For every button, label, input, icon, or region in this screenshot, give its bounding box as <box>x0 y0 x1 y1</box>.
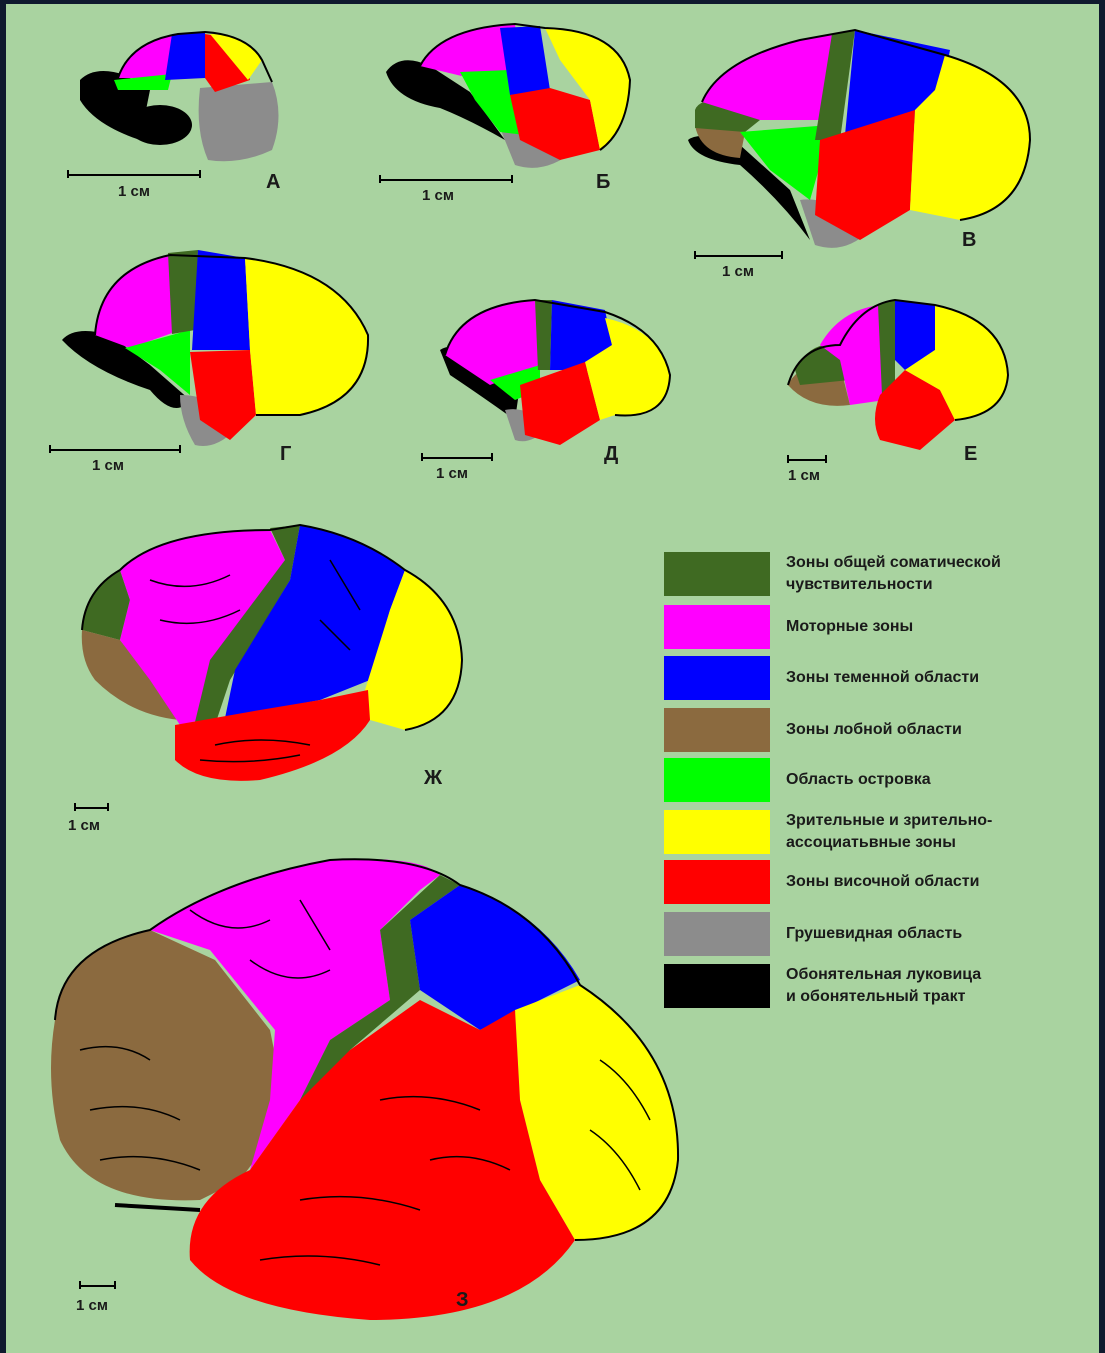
legend-label: Зоны лобной области <box>786 719 962 741</box>
legend-item-parietal: Зоны теменной области <box>664 656 979 700</box>
legend-label: Область островка <box>786 769 931 791</box>
legend-item-insula: Область островка <box>664 758 931 802</box>
legend-swatch <box>664 552 770 596</box>
scale-label-g: 1 см <box>68 817 100 834</box>
panel-letter-c: В <box>962 229 976 251</box>
diagram-canvas: 1 см А 1 см Б 1 см В <box>6 4 1099 1353</box>
legend-label: Грушевидная область <box>786 923 962 945</box>
legend-item-piriform: Грушевидная область <box>664 912 962 956</box>
panel-letter-h: З <box>456 1289 469 1311</box>
panel-letter-d: Г <box>280 443 291 465</box>
brain-panel-e <box>422 300 670 461</box>
legend-item-somatosensory: Зоны общей соматической чувствительности <box>664 552 1001 596</box>
legend-label: Зрительные и зрительно- ассоциатьвные зо… <box>786 810 992 854</box>
legend-item-motor: Моторные зоны <box>664 605 913 649</box>
brain-panel-d <box>50 250 368 453</box>
brain-panel-h <box>51 859 678 1320</box>
legend-label: Моторные зоны <box>786 616 913 638</box>
scale-label-e: 1 см <box>436 465 468 482</box>
legend-label: Зоны височной области <box>786 871 979 893</box>
legend-label: Зоны общей соматической чувствительности <box>786 552 1001 596</box>
panel-letter-g: Ж <box>423 767 443 789</box>
legend-label: Обонятельная луковица и обонятельный тра… <box>786 964 981 1008</box>
scale-label-f: 1 см <box>788 467 820 484</box>
legend-swatch <box>664 810 770 854</box>
legend-item-temporal: Зоны височной области <box>664 860 979 904</box>
legend-item-visual: Зрительные и зрительно- ассоциатьвные зо… <box>664 810 992 854</box>
legend-swatch <box>664 605 770 649</box>
legend-swatch <box>664 758 770 802</box>
brain-panel-g <box>75 525 462 811</box>
panel-letter-f: Е <box>964 443 977 465</box>
legend-swatch <box>664 656 770 700</box>
panel-letter-e: Д <box>604 443 618 465</box>
brain-panel-a <box>68 32 279 178</box>
legend-item-frontal: Зоны лобной области <box>664 708 962 752</box>
scale-label-d: 1 см <box>92 457 124 474</box>
scale-label-b: 1 см <box>422 187 454 204</box>
brain-panel-b <box>380 24 630 183</box>
legend-label: Зоны теменной области <box>786 667 979 689</box>
scale-label-c: 1 см <box>722 263 754 280</box>
scale-label-h: 1 см <box>76 1297 108 1314</box>
panel-letter-b: Б <box>596 171 610 193</box>
legend-item-olfactory: Обонятельная луковица и обонятельный тра… <box>664 964 981 1008</box>
legend-swatch <box>664 964 770 1008</box>
brain-panel-f <box>788 300 1008 463</box>
legend-swatch <box>664 708 770 752</box>
scale-label-a: 1 см <box>118 183 150 200</box>
legend-swatch <box>664 860 770 904</box>
legend-swatch <box>664 912 770 956</box>
brain-panel-c <box>688 30 1030 259</box>
panel-letter-a: А <box>266 171 280 193</box>
